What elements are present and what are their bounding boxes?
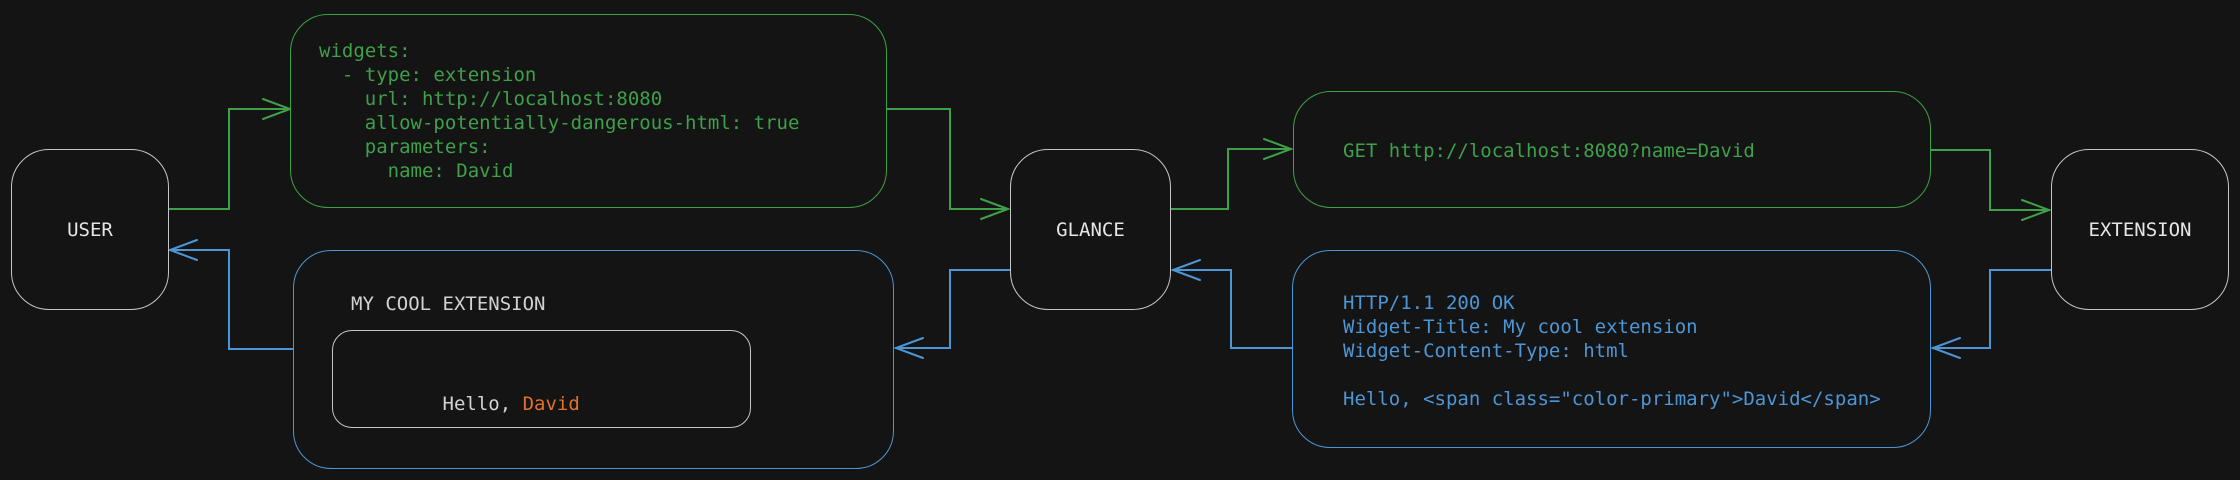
arrow-glance-to-request-head <box>1263 138 1294 160</box>
config-yaml-line: widgets: <box>319 40 411 62</box>
extension-node: EXTENSION <box>2051 149 2229 310</box>
arrow-user-to-config <box>168 108 291 210</box>
greeting-name: David <box>522 393 580 415</box>
http-response-line: Widget-Title: My cool extension <box>1343 316 1698 338</box>
arrow-response-to-glance-head <box>1170 259 1201 281</box>
arrow-request-to-extension <box>1930 149 2050 211</box>
config-yaml-code: widgets: - type: extension url: http://l… <box>319 39 799 183</box>
user-node: USER <box>11 149 169 310</box>
http-request-line: GET http://localhost:8080?name=David <box>1343 140 1755 162</box>
arrow-user-to-config-head <box>262 98 293 120</box>
http-response-line: Hello, <span class="color-primary">David… <box>1343 388 1881 410</box>
glance-node: GLANCE <box>1010 149 1171 310</box>
user-node-label: USER <box>67 218 113 241</box>
arrow-glance-to-request <box>1170 148 1292 210</box>
http-request-code: GET http://localhost:8080?name=David <box>1343 139 1755 163</box>
config-yaml-line: name: David <box>319 160 514 182</box>
arrow-response-to-glance <box>1172 269 1293 349</box>
http-response-line: Widget-Content-Type: html <box>1343 340 1629 362</box>
widget-preview-title: MY COOL EXTENSION <box>351 293 546 315</box>
arrow-extension-to-response <box>1932 269 2052 349</box>
extension-node-label: EXTENSION <box>2088 218 2192 241</box>
arrow-glance-to-widget <box>895 269 1011 349</box>
http-response-code: HTTP/1.1 200 OK Widget-Title: My cool ex… <box>1343 291 1881 411</box>
config-yaml-line: - type: extension <box>319 64 537 86</box>
arrow-config-to-glance-head <box>980 198 1011 220</box>
widget-content-box: Hello, David <box>332 330 751 428</box>
http-request-box: GET http://localhost:8080?name=David <box>1293 91 1931 208</box>
greeting-prefix: Hello, <box>442 393 523 415</box>
arrow-glance-to-widget-head <box>893 337 924 359</box>
http-response-line <box>1343 363 1881 387</box>
http-response-box: HTTP/1.1 200 OK Widget-Title: My cool ex… <box>1292 250 1931 448</box>
arrow-widget-to-user-head <box>167 239 198 261</box>
widget-preview-box: MY COOL EXTENSION Hello, David <box>293 250 894 469</box>
arrow-widget-to-user <box>169 249 294 350</box>
arrow-extension-to-response-head <box>1930 337 1961 359</box>
config-yaml-line: url: http://localhost:8080 <box>319 88 663 110</box>
arrow-request-to-extension-head <box>2021 199 2052 221</box>
arrow-config-to-glance <box>886 108 1009 210</box>
widget-greeting: Hello, David <box>351 368 580 440</box>
config-yaml-line: parameters: <box>319 136 491 158</box>
http-response-line: HTTP/1.1 200 OK <box>1343 292 1515 314</box>
config-yaml-line: allow-potentially-dangerous-html: true <box>319 112 800 134</box>
glance-node-label: GLANCE <box>1056 218 1125 241</box>
config-yaml-box: widgets: - type: extension url: http://l… <box>290 14 887 208</box>
